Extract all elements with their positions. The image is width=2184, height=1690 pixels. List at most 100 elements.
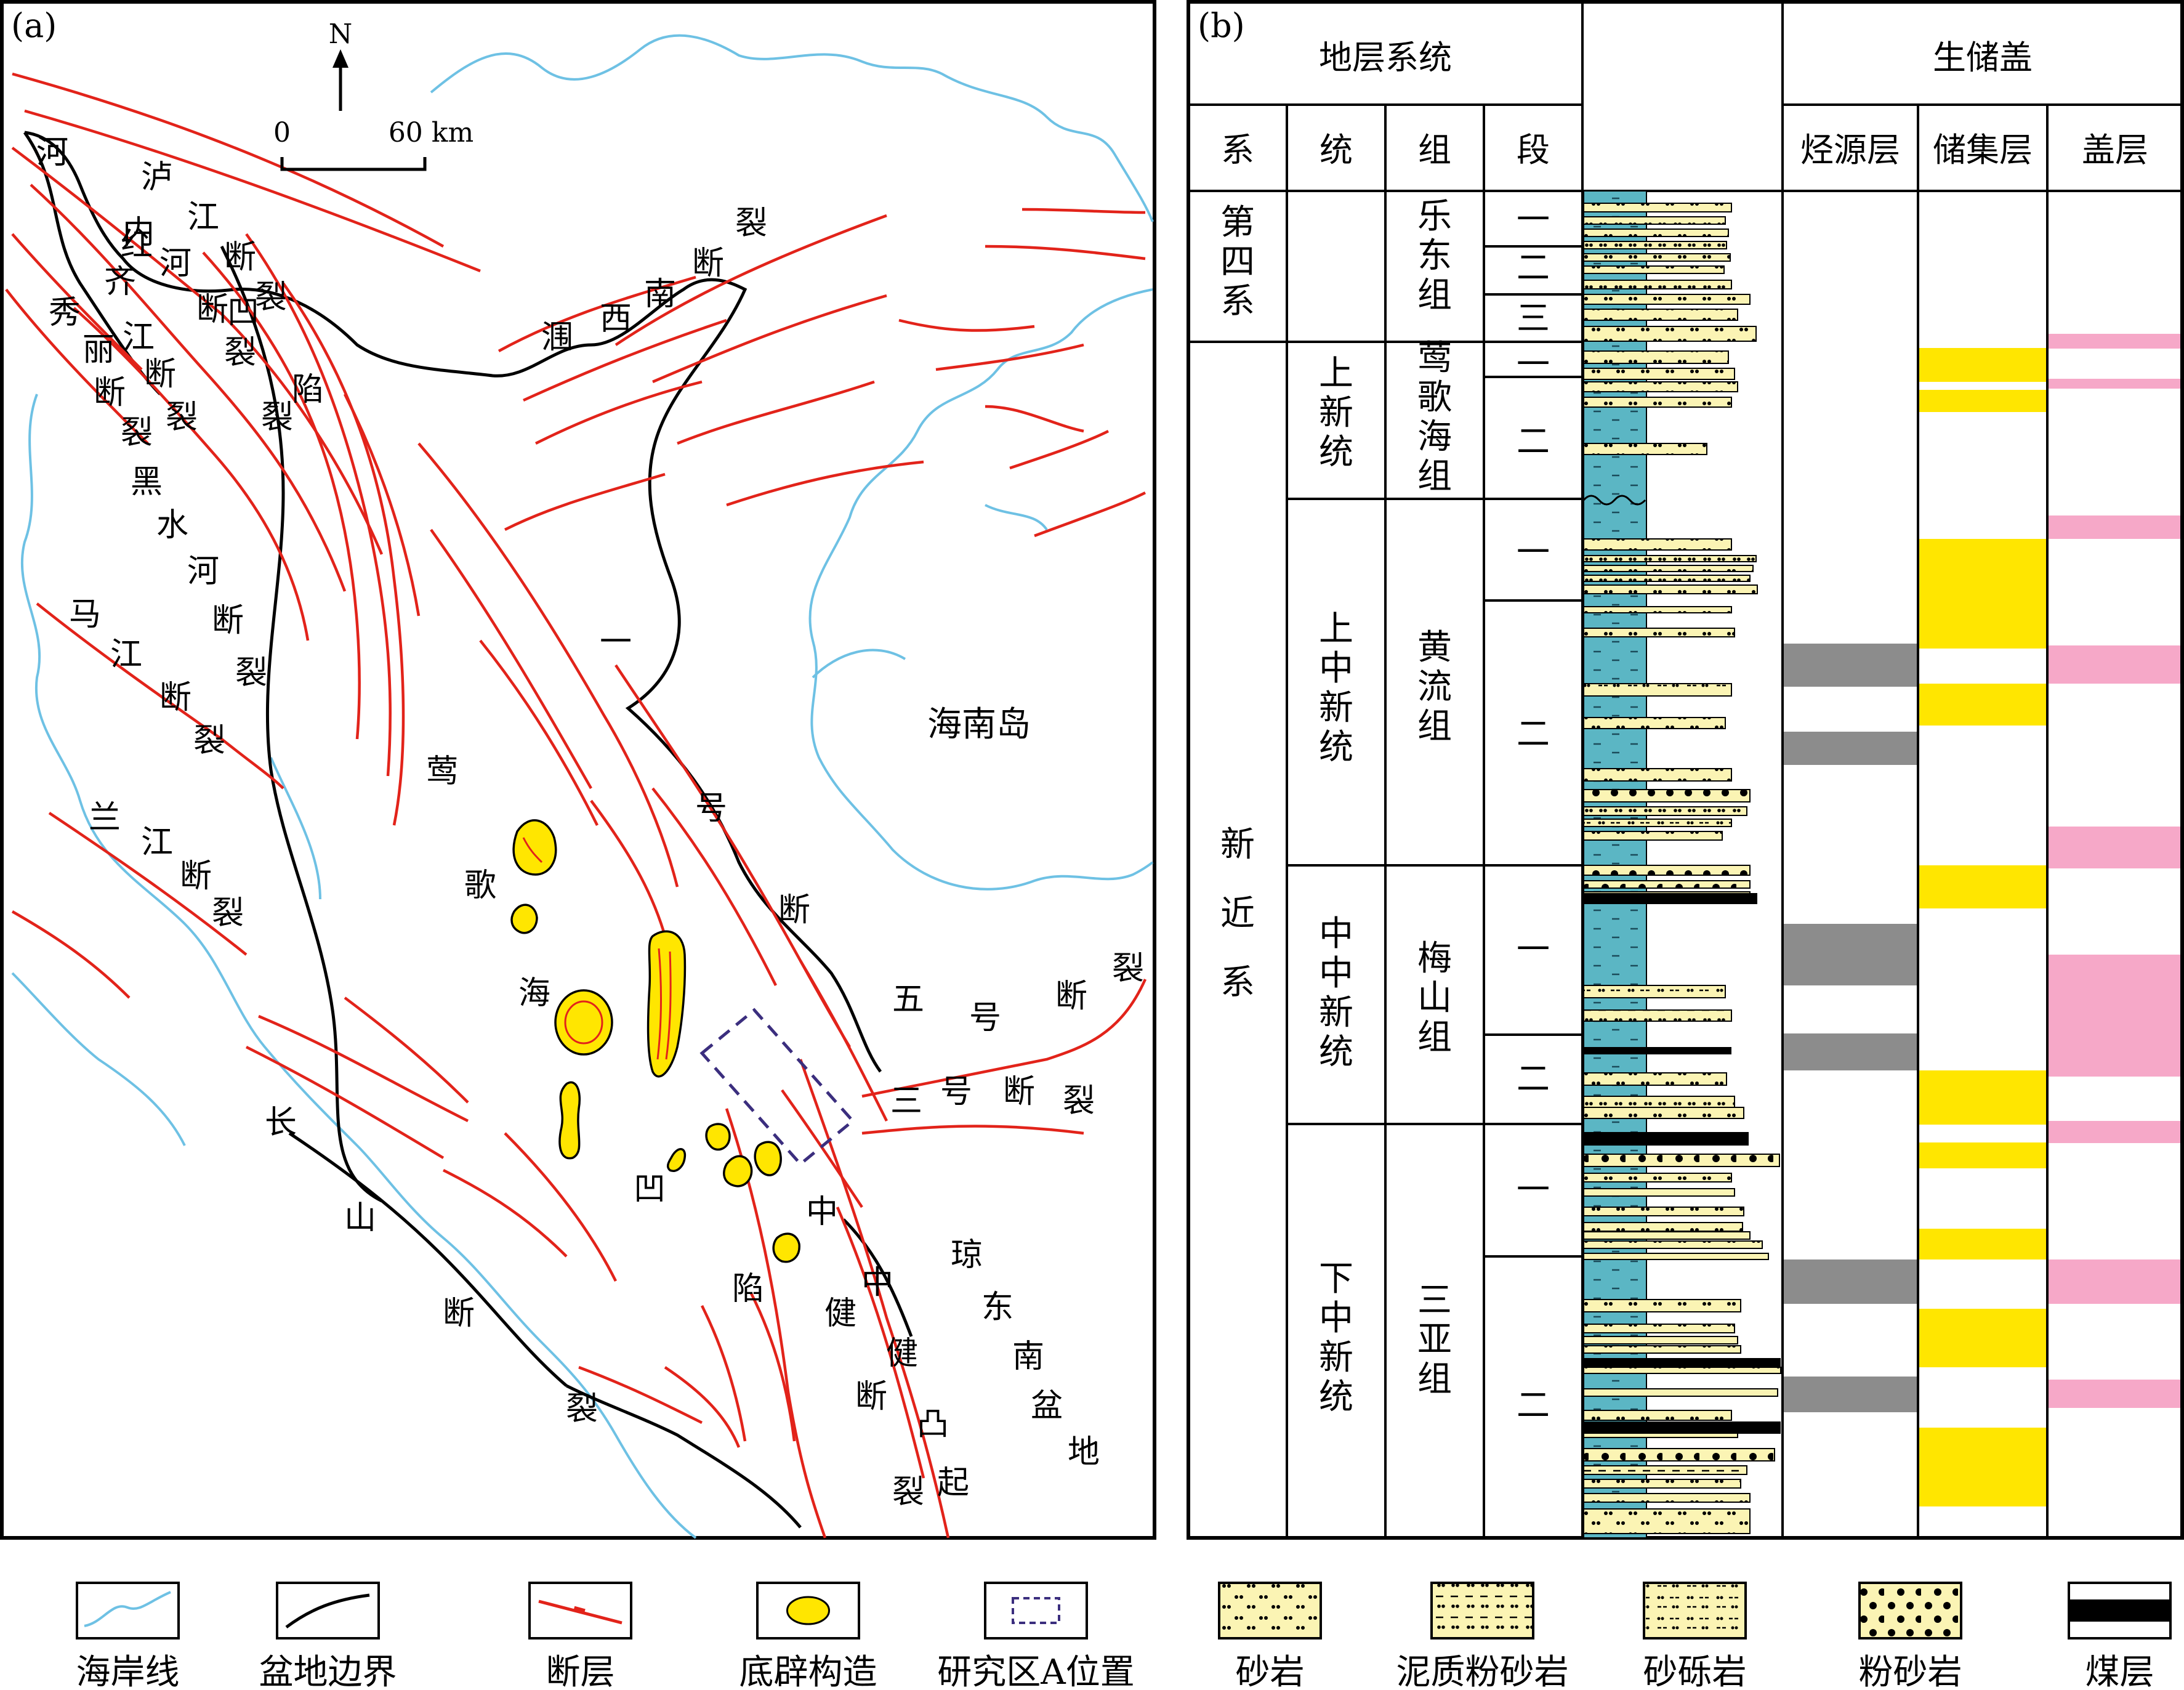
source-bed (1784, 732, 1917, 765)
seal-bed (2049, 334, 2180, 349)
fault-label-char: 南 (644, 276, 676, 313)
header-seal: 盖层 (2082, 131, 2148, 169)
fault-label-char: 河 (36, 134, 68, 171)
formation-sanya-char: 三 (1417, 1280, 1452, 1320)
north-label: N (329, 18, 353, 50)
lithology-bed (1583, 1222, 1743, 1232)
fault-label-char: 号 (940, 1073, 972, 1110)
series-lower-miocene-char: 下 (1319, 1259, 1353, 1299)
legend-label: 研究区A位置 (937, 1652, 1134, 1690)
reservoir-bed (1919, 1229, 2046, 1259)
legend-item-muddy_siltstone: 泥质粉砂岩 (1396, 1582, 1569, 1690)
lithology-bed (1583, 819, 1732, 827)
series-upper-miocene-char: 上 (1319, 609, 1353, 649)
system-neogene-char: 近 (1220, 894, 1255, 934)
header-system: 系 (1221, 131, 1254, 169)
series-pliocene-char: 上 (1319, 354, 1353, 394)
fault-label-char: 黑 (131, 464, 163, 501)
coal-bed (1584, 1421, 1781, 1434)
legend-label: 粉砂岩 (1859, 1652, 1962, 1690)
series-middle-miocene-char: 中 (1319, 953, 1353, 993)
column-names: 第四系新近系上新统上中新统中中新统下中新统乐东组莺歌海组黄流组梅山组三亚组一二三… (1220, 196, 1550, 1425)
source-bed (1784, 924, 1917, 985)
lithology-bed (1583, 1107, 1744, 1119)
fault-label-char: 凹 (634, 1171, 666, 1208)
scale-bar: 0 60 km (273, 117, 473, 171)
fault-label-char: 陷 (732, 1271, 764, 1308)
fault-label-char: 西 (600, 301, 632, 338)
series-pliocene-char: 新 (1319, 393, 1353, 433)
reservoir-bed (1919, 1428, 2046, 1506)
fault-label-char: 裂 (1112, 950, 1144, 987)
lithology-bed (1583, 1231, 1751, 1240)
fault-label-char: 中 (861, 1264, 893, 1301)
header-source: 烃源层 (1800, 131, 1900, 169)
lithology-bed (1583, 294, 1751, 305)
fault-label-char: 南 (1012, 1338, 1044, 1375)
mudstone-background (1583, 190, 1647, 1538)
scale-zero: 0 (273, 117, 291, 148)
fault-label-char: 凸 (917, 1406, 949, 1443)
header-stratigraphy: 地层系统 (1319, 38, 1452, 77)
lithology-bed (1583, 350, 1729, 364)
panel-b-tag: (b) (1198, 6, 1245, 45)
legend-label: 砂岩 (1236, 1652, 1305, 1690)
seal-bed (2049, 1380, 2180, 1408)
member-label: 二 (1517, 248, 1550, 287)
formation-ledong: 乐东组 (1417, 196, 1452, 315)
legend-item-diapir: 底辟构造 (739, 1582, 877, 1690)
legend-swatch (1218, 1582, 1322, 1639)
formation-meishan-char: 山 (1417, 978, 1452, 1018)
lithology-bed (1583, 253, 1731, 262)
fault-label-char: 琼 (951, 1237, 983, 1274)
system-neogene-char: 新 (1220, 825, 1255, 865)
lithology-bed (1583, 1072, 1727, 1086)
fault-label-char: 断 (1003, 1073, 1035, 1110)
lithology-bed (1583, 768, 1732, 782)
lithology-bed (1583, 397, 1732, 408)
fault-label-char: 健 (824, 1295, 856, 1332)
fault-label-char: 断 (144, 356, 176, 393)
formation-yinggehai-char: 莺 (1417, 338, 1452, 378)
panel-a-map: (a) (0, 0, 1156, 1540)
fault-label-char: 断 (443, 1295, 475, 1332)
lithology-bed (1583, 216, 1726, 225)
header-formation: 组 (1418, 131, 1451, 169)
lithology-bed (1583, 1410, 1732, 1421)
fault-label-runxinan: 涠西南断裂 (541, 205, 767, 356)
header-series: 统 (1320, 131, 1353, 169)
lithology-bed (1583, 1388, 1778, 1397)
fault-label-char: 泸 (141, 159, 173, 196)
lithology-bed (1583, 265, 1725, 274)
lithology-bed (1583, 1188, 1735, 1197)
fault-label-char: 裂 (193, 722, 225, 759)
fault-label-char: 一 (600, 624, 632, 661)
legend-label: 砂砾岩 (1643, 1652, 1747, 1690)
system-quaternary-char: 四 (1220, 242, 1255, 282)
fault-label-char: 中 (861, 1264, 893, 1301)
lithology-bed (1583, 683, 1732, 697)
lithology-bed (1583, 565, 1754, 572)
fault-label-char: 齐 (104, 264, 136, 301)
coal-bed (1584, 1132, 1749, 1146)
system-quaternary-char: 第 (1220, 203, 1255, 243)
study-area-box (699, 1008, 855, 1166)
formation-sanya: 三亚组 (1417, 1280, 1452, 1399)
fault-label-char: 河 (159, 245, 191, 282)
lithology-bed (1583, 228, 1729, 237)
source-bed (1784, 1259, 1917, 1304)
fault-label-char: 号 (695, 790, 727, 827)
reservoir-bed (1919, 684, 2046, 726)
lithology-bed (1583, 628, 1735, 637)
fault-label-char: 河 (187, 553, 219, 590)
island-label: 海南岛 (927, 705, 1031, 745)
series-pliocene: 上新统 (1319, 354, 1353, 472)
legend-item-siltstone: 粉砂岩 (1858, 1582, 1962, 1690)
fault-label-layer: 泸江断裂红河断裂河凹陷河内齐裂秀丽断裂江断裂黑水河断裂马江断裂兰江断裂涠西南断裂… (36, 134, 1144, 1511)
fault-label-char: 五 (892, 981, 924, 1018)
formation-ledong-char: 东 (1417, 236, 1452, 276)
formation-huangliu: 黄流组 (1417, 628, 1452, 746)
